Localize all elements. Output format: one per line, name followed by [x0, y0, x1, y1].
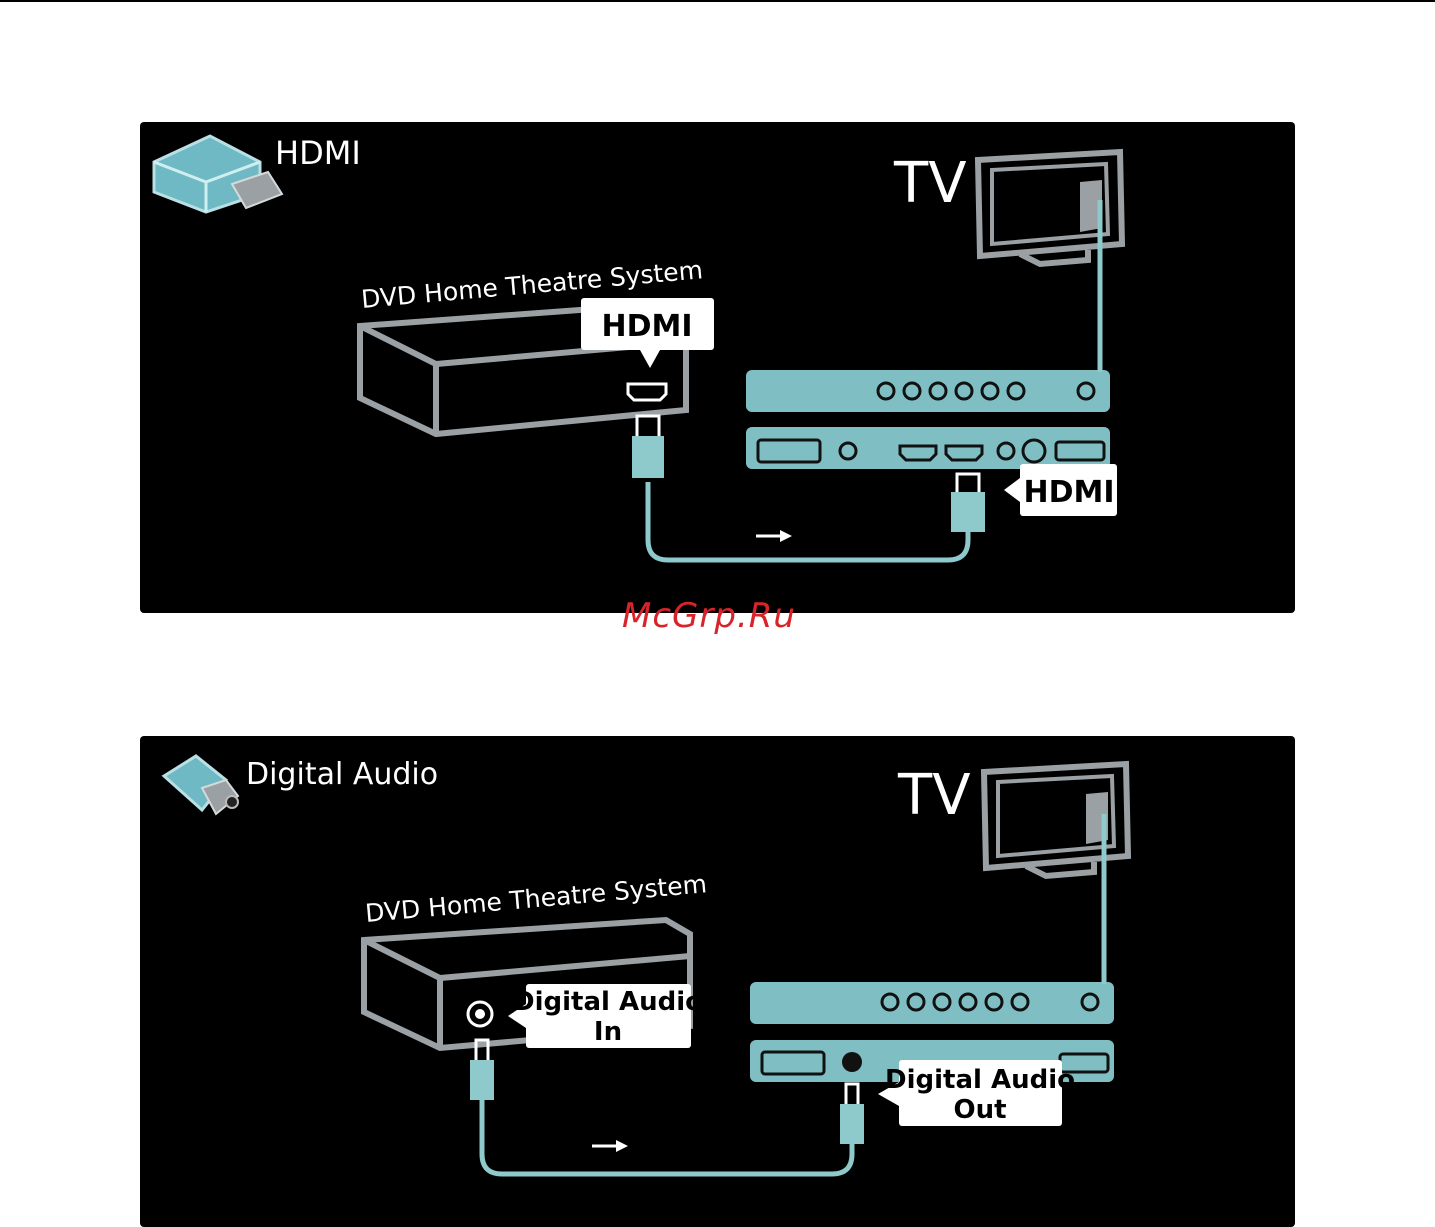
device-callout: Digital Audio In	[508, 984, 703, 1048]
digital-audio-connection-panel: Digital Audio TV DVD Home Theatre System…	[140, 736, 1295, 1227]
device-callout-line-2: In	[594, 1017, 622, 1047]
coaxial-plug-icon	[164, 756, 238, 814]
hdmi-plug-icon	[154, 136, 282, 212]
device-callout-line-1: Digital Audio	[513, 987, 703, 1017]
top-rule	[0, 0, 1435, 2]
tv-connector-panel	[746, 370, 1110, 469]
tv-label: TV	[893, 151, 967, 216]
device-cable-plug	[470, 1040, 494, 1100]
signal-direction-arrow	[756, 530, 792, 542]
hdmi-diagram: HDMI TV DVD Home Theatre System HDMI	[140, 122, 1295, 613]
panel-title: Digital Audio	[246, 757, 438, 792]
device-callout-line-1: HDMI	[601, 309, 692, 344]
tv-cable-plug	[840, 1084, 864, 1144]
tv-callout-line-1: HDMI	[1023, 475, 1114, 510]
digital-audio-diagram: Digital Audio TV DVD Home Theatre System…	[140, 736, 1295, 1227]
tv-callout-line-1: Digital Audio	[885, 1065, 1075, 1095]
tv-callout-line-2: Out	[953, 1095, 1006, 1125]
hdmi-connection-panel: HDMI TV DVD Home Theatre System HDMI	[140, 122, 1295, 613]
signal-direction-arrow	[592, 1140, 628, 1152]
tv-callout: HDMI	[1004, 464, 1117, 516]
watermark: McGrp.Ru	[622, 594, 822, 638]
device-digital-audio-in-port	[468, 1002, 492, 1026]
tv-cable-plug	[951, 474, 985, 532]
tv-callout: Digital Audio Out	[878, 1060, 1075, 1126]
panel-title: HDMI	[275, 134, 361, 172]
device-hdmi-port	[628, 384, 666, 400]
device-cable-plug	[632, 416, 664, 478]
tv-label: TV	[897, 763, 971, 828]
device-callout: HDMI	[581, 298, 714, 368]
